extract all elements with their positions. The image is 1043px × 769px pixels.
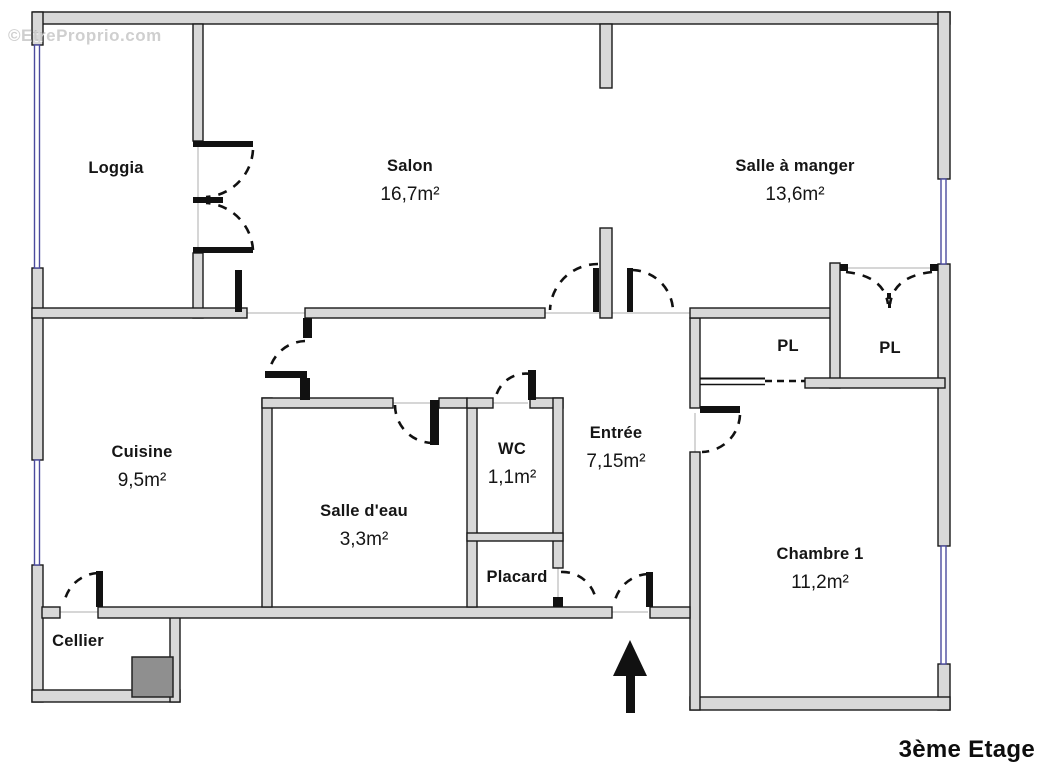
- room-label-placard: Placard: [486, 569, 547, 586]
- room-name: PL: [777, 337, 799, 355]
- room-area: 3,3m²: [339, 528, 389, 550]
- room-label-salle-a-manger: Salle à manger 13,6m²: [735, 158, 854, 204]
- room-area: 11,2m²: [791, 571, 849, 593]
- room-name: Placard: [486, 568, 548, 586]
- windows: [33, 44, 947, 665]
- room-label-loggia: Loggia: [88, 160, 143, 177]
- room-name: Chambre 1: [776, 545, 864, 563]
- opening-lines: [60, 147, 930, 613]
- room-label-cellier: Cellier: [52, 633, 104, 650]
- room-label-cuisine: Cuisine 9,5m²: [112, 444, 173, 490]
- room-label-wc: WC 1,1m²: [488, 441, 537, 487]
- room-name: WC: [498, 440, 526, 458]
- room-area: 9,5m²: [117, 469, 167, 491]
- room-label-entree: Entrée 7,15m²: [586, 425, 645, 471]
- entrance-arrow: [613, 640, 647, 713]
- window-cuisine: [33, 459, 41, 566]
- room-name: Salle d'eau: [320, 502, 408, 520]
- room-name: Cuisine: [111, 443, 173, 461]
- sliding-door: [700, 377, 805, 386]
- room-area: 7,15m²: [586, 450, 646, 472]
- walls: [31, 11, 951, 711]
- door-swing-arcs: [62, 149, 933, 606]
- window-salle-a-manger: [940, 178, 947, 265]
- room-name: Salon: [387, 157, 433, 175]
- room-label-pl-right: PL: [879, 340, 900, 357]
- room-label-chambre1: Chambre 1 11,2m²: [776, 546, 863, 592]
- room-name: Loggia: [88, 159, 144, 177]
- window-chambre: [940, 545, 947, 665]
- room-name: PL: [879, 339, 901, 357]
- room-area: 13,6m²: [765, 183, 825, 205]
- room-name: Entrée: [589, 424, 643, 442]
- door-frames: [96, 141, 938, 607]
- room-name: Cellier: [52, 632, 104, 650]
- room-label-pl-left: PL: [777, 338, 798, 355]
- technical-shaft: [131, 656, 174, 698]
- room-label-salle-deau: Salle d'eau 3,3m²: [320, 503, 408, 549]
- watermark: ©EtreProprio.com: [8, 26, 162, 45]
- window-loggia: [33, 44, 41, 269]
- room-label-salon: Salon 16,7m²: [380, 158, 439, 204]
- room-area: 16,7m²: [380, 183, 440, 205]
- room-name: Salle à manger: [735, 157, 855, 175]
- floor-title: 3ème Etage: [898, 736, 1035, 763]
- room-area: 1,1m²: [487, 466, 537, 488]
